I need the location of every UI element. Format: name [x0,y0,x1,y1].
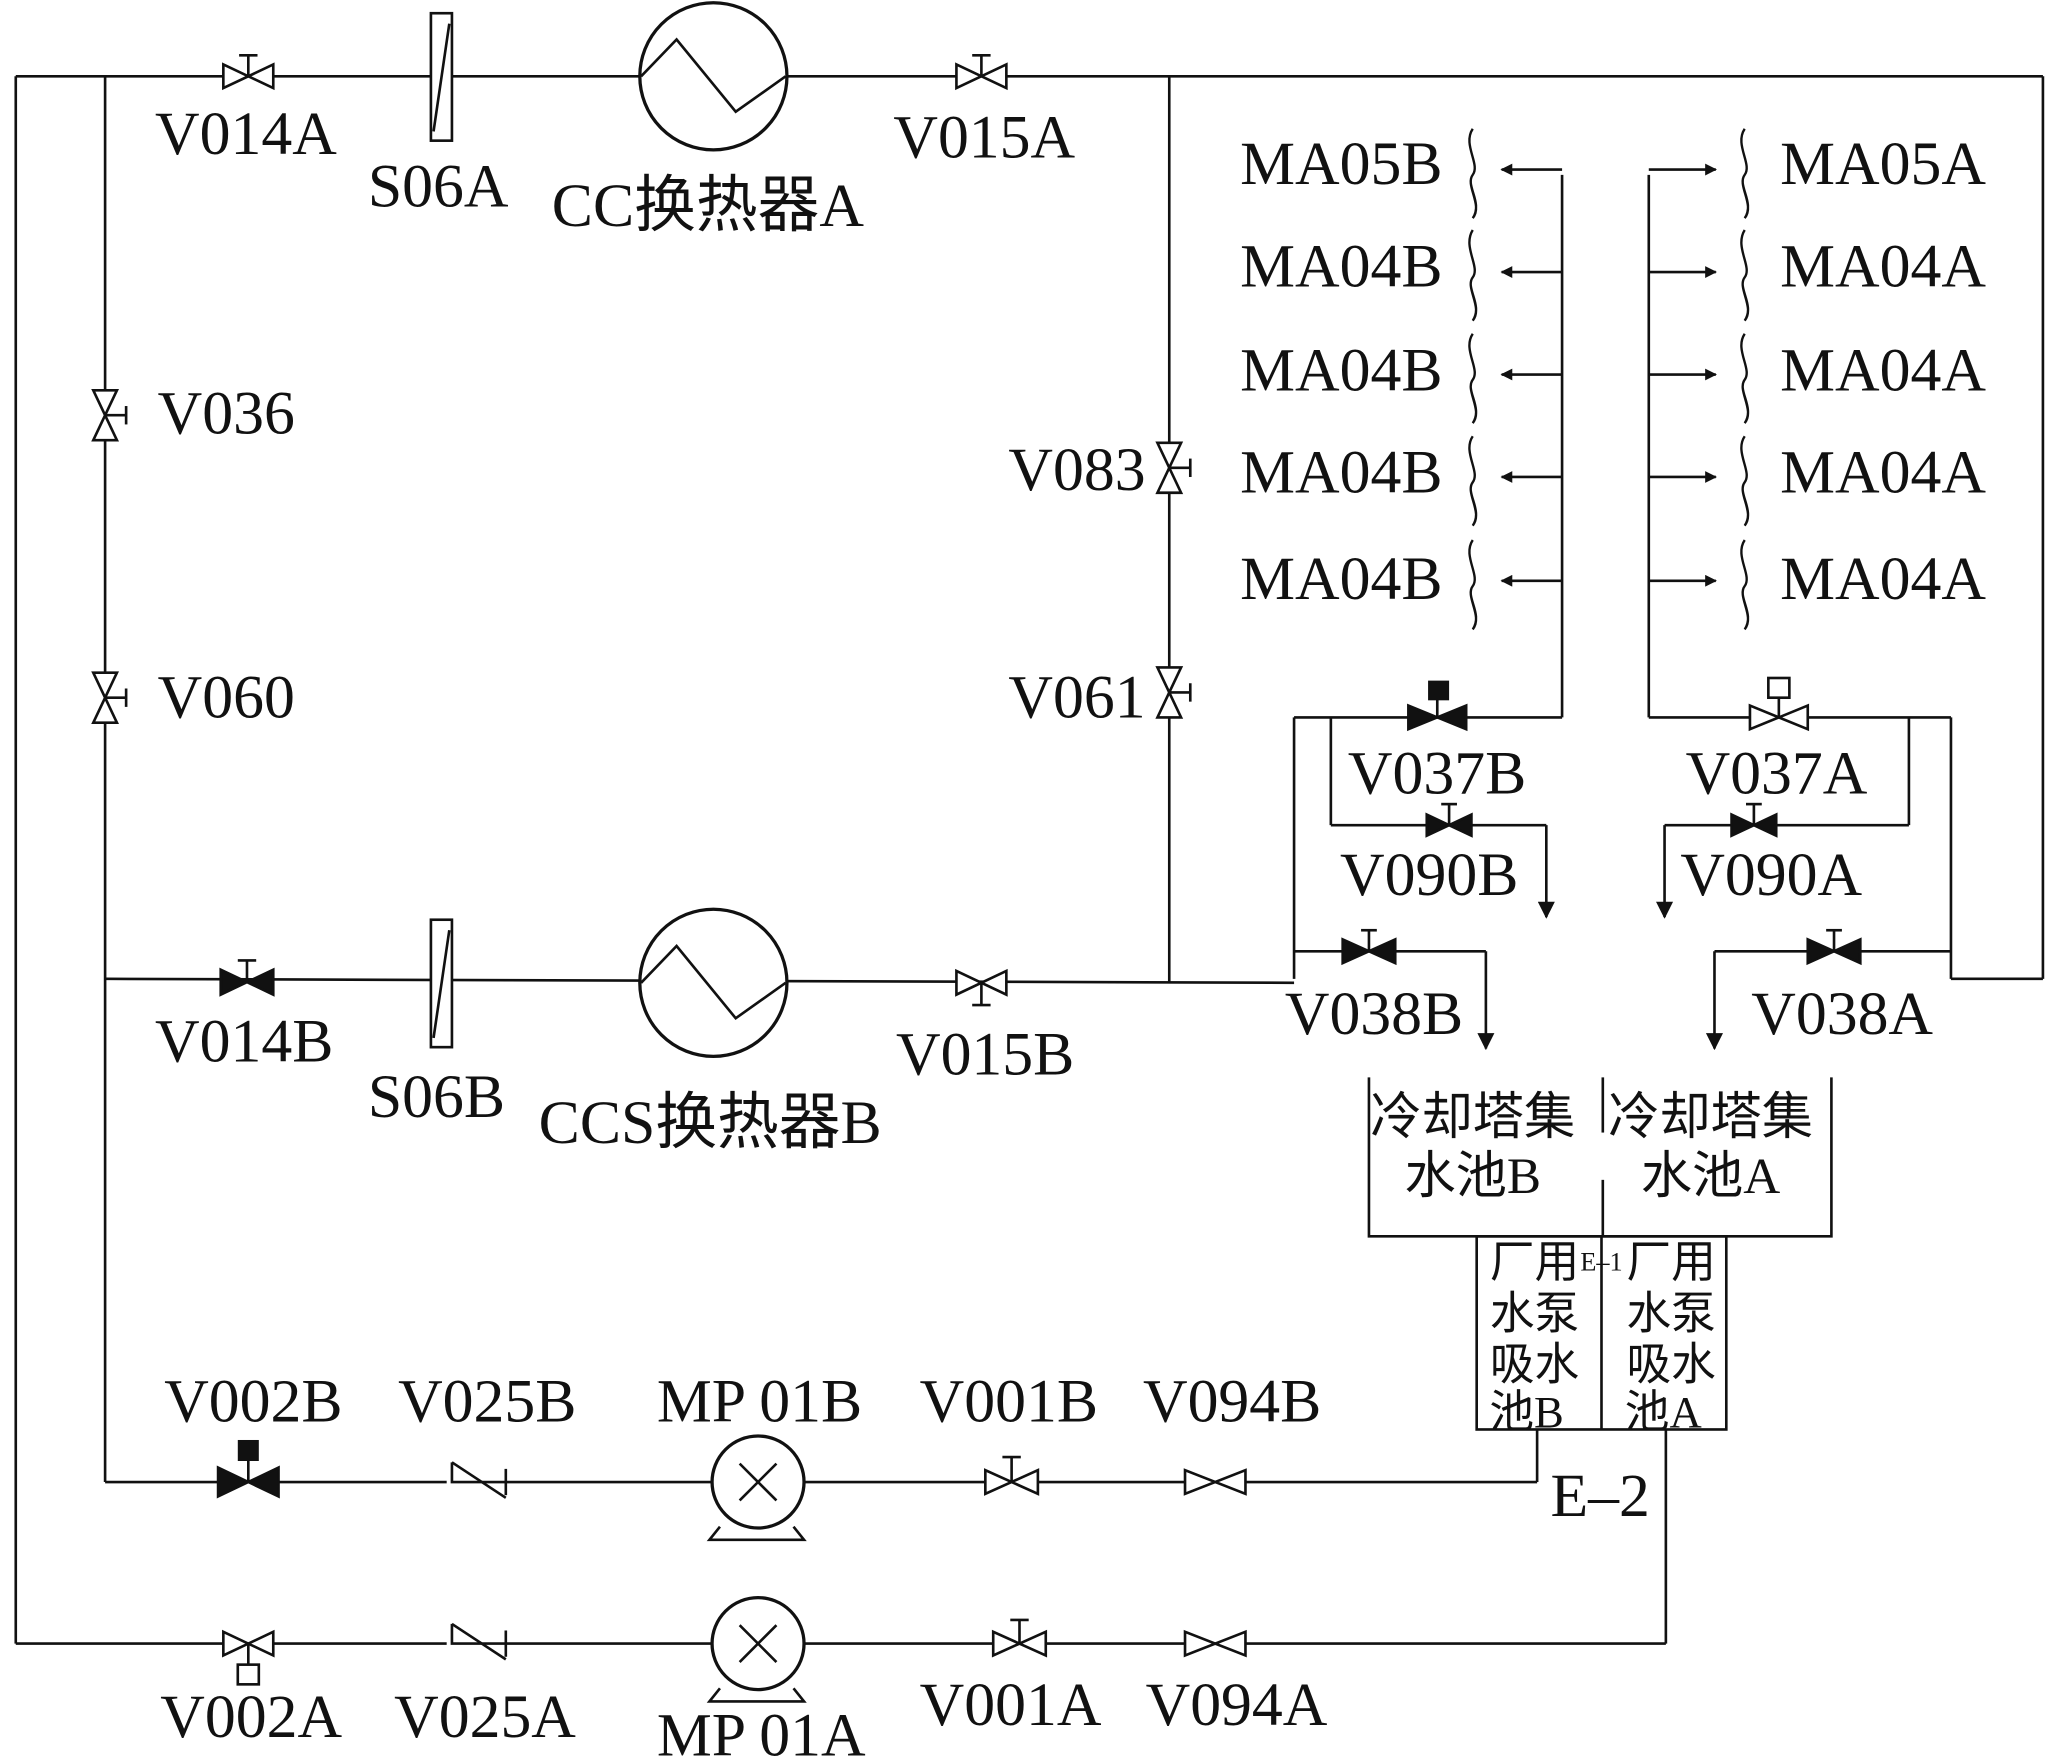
valve-v094a-symbol [1183,1629,1247,1658]
valve-v061-symbol [1155,666,1192,719]
label-v036: V036 [158,380,295,448]
cooling-tower-basin-b: 冷却塔集 水池B [1370,1089,1575,1205]
fan-label-b-5: MA04B [1240,545,1442,613]
fan-label-a-5: MA04A [1780,545,1986,613]
label-v015b: V015B [896,1021,1074,1089]
valve-v038b-symbol [1341,928,1397,966]
valve-v036-symbol [91,388,128,442]
label-v001b: V001B [920,1368,1098,1436]
fan-label-a-4: MA04A [1780,439,1986,507]
label-v025b: V025B [398,1368,576,1436]
label-heat-exchanger-b: CCS换热器B [539,1089,882,1157]
label-v038b: V038B [1285,980,1463,1048]
label-v060: V060 [158,663,295,731]
label-s06b: S06B [368,1063,505,1131]
label-v014b: V014B [155,1008,333,1076]
valve-v037a-symbol [1748,676,1810,732]
valve-v002a-symbol [222,1629,275,1686]
fan-label-b-3: MA04B [1240,336,1442,404]
strainer-s06a-symbol [429,11,454,142]
fan-symbols-a [1740,128,1750,631]
valve-v001a-symbol [991,1618,1048,1658]
strainer-s06b-symbol [429,918,454,1049]
pump-mp01b-symbol [706,1434,807,1542]
label-v094a: V094A [1146,1671,1328,1739]
fan-symbols-b [1468,128,1478,631]
heat-exchanger-b-symbol [638,907,789,1059]
label-v001a: V001A [920,1671,1102,1739]
valve-v038a-symbol [1806,928,1862,966]
valve-v090a-symbol [1730,802,1778,838]
valve-v060-symbol [91,671,128,724]
label-v061: V061 [1008,663,1145,731]
cooling-tower-basin-a: 冷却塔集 水池A [1608,1089,1813,1205]
fan-labels-a: MA05A MA04A MA04A MA04A MA04A [1780,130,1986,613]
tower-basin-b-line1: 冷却塔集 [1370,1089,1575,1146]
heat-exchanger-a-symbol [638,1,789,152]
fan-label-b-2: MA04B [1240,232,1442,300]
sump-b-line2: 水泵 [1490,1288,1579,1338]
component-labels: V014A S06A CC换热器A V015A V036 V060 V083 V… [155,100,1933,1758]
check-valve-v025a-symbol [446,1622,508,1661]
label-v094b: V094B [1143,1368,1321,1436]
label-v083: V083 [1008,436,1145,504]
sump-a-line3: 吸水 [1626,1340,1715,1390]
valve-v014a-symbol [222,53,275,91]
fan-label-a-3: MA04A [1780,336,1986,404]
fan-label-a-2: MA04A [1780,232,1986,300]
basin-e1-label: E–1 [1580,1248,1622,1277]
tower-basin-a-line2: 水池A [1641,1148,1780,1205]
label-v037a: V037A [1686,740,1868,808]
fan-label-b-4: MA04B [1240,439,1442,507]
label-v090a: V090A [1680,841,1862,909]
label-heat-exchanger-a: CC换热器A [552,172,865,240]
pump-suction-pool-b: 厂用 水泵 吸水 池B [1489,1237,1579,1437]
valve-v002b-symbol [216,1439,280,1499]
sump-b-line3: 吸水 [1490,1340,1579,1390]
tower-basin-a-line1: 冷却塔集 [1608,1089,1813,1146]
pump-mp01a-symbol [706,1595,807,1703]
label-v002a: V002A [160,1683,342,1751]
label-v015a: V015A [893,104,1075,172]
pump-suction-pool-a: 厂用 水泵 吸水 池A [1625,1237,1716,1437]
basin-structure [1367,1077,1833,1431]
valve-v090b-symbol [1425,802,1473,838]
sump-b-line1: 厂用 [1490,1237,1579,1287]
label-v014a: V014A [155,100,337,168]
label-v090b: V090B [1340,841,1518,909]
label-mp01b: MP 01B [657,1368,862,1436]
check-valve-v025b-symbol [446,1461,508,1499]
valve-v001b-symbol [984,1455,1040,1496]
fan-labels-b: MA05B MA04B MA04B MA04B MA04B [1240,130,1442,613]
label-v037b: V037B [1348,740,1526,808]
sump-a-line2: 水泵 [1626,1288,1715,1338]
label-v038a: V038A [1751,980,1933,1048]
fan-label-b-1: MA05B [1240,130,1442,198]
valve-v015a-symbol [955,53,1008,91]
sump-a-line1: 厂用 [1626,1237,1715,1287]
sump-b-line4: 池B [1489,1387,1563,1437]
valve-v014b-symbol [219,959,275,997]
valve-v083-symbol [1155,441,1192,495]
fan-label-a-1: MA05A [1780,130,1986,198]
label-v002b: V002B [164,1368,342,1436]
valve-v094b-symbol [1183,1468,1247,1496]
tower-basin-b-line2: 水池B [1404,1148,1541,1205]
valve-v015b-symbol [955,968,1008,1007]
label-s06a: S06A [368,152,509,220]
basin-e2-label: E–2 [1550,1462,1649,1530]
label-v025a: V025A [394,1683,576,1751]
valve-v037b-symbol [1407,680,1468,732]
sump-a-line4: 池A [1625,1387,1702,1437]
label-mp01a: MP 01A [657,1701,866,1758]
